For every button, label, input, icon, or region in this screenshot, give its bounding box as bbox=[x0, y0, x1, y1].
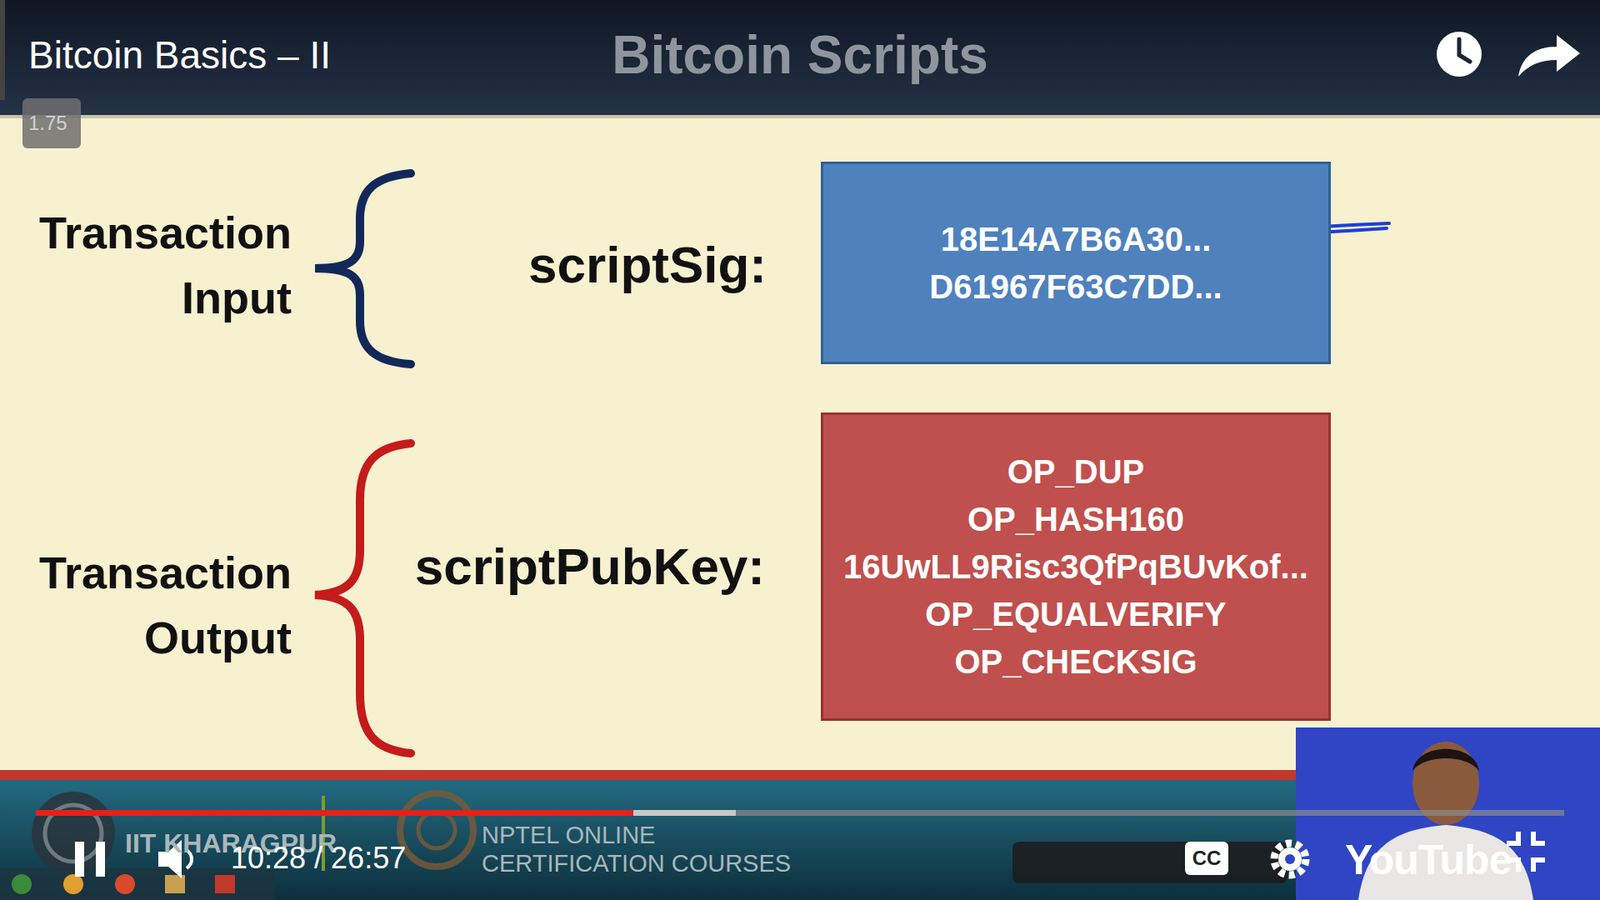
settings-icon bbox=[1274, 843, 1306, 875]
pause-icon bbox=[95, 841, 105, 877]
output-brace bbox=[315, 443, 411, 754]
taskbar-icon bbox=[215, 875, 235, 894]
clock-icon bbox=[1436, 31, 1482, 77]
course-name: NPTEL ONLINE CERTIFICATION COURSES bbox=[481, 820, 815, 878]
cc-label: CC bbox=[1185, 845, 1229, 872]
video-title: Bitcoin Basics – II bbox=[28, 31, 331, 79]
speed-label: 1.75 bbox=[28, 111, 68, 135]
side-label: Transaction Output bbox=[8, 540, 292, 670]
script-line: OP_HASH160 bbox=[967, 495, 1185, 544]
input-brace bbox=[315, 173, 411, 365]
script-line: D61967F63C7DD... bbox=[929, 263, 1222, 311]
progress-buffer bbox=[35, 810, 736, 816]
speed-badge bbox=[22, 98, 81, 149]
script-line: 16UwLL9Risc3QfPqBUvKof... bbox=[843, 543, 1309, 591]
script-label: scriptSig: bbox=[450, 233, 767, 297]
cc-icon bbox=[1185, 841, 1229, 875]
script-label: scriptPubKey: bbox=[366, 535, 765, 599]
taskbar-icon bbox=[11, 874, 32, 895]
script-line: OP_CHECKSIG bbox=[954, 638, 1197, 686]
script-line: OP_DUP bbox=[1007, 448, 1145, 496]
side-label: Transaction Input bbox=[8, 200, 292, 330]
taskbar-icon bbox=[63, 874, 84, 895]
youtube-logo: YouTube bbox=[1345, 835, 1511, 885]
nptel-logo bbox=[400, 793, 474, 867]
slide-edge bbox=[0, 115, 1600, 119]
progress-track bbox=[35, 810, 1565, 816]
slide-title: Bitcoin Scripts bbox=[466, 23, 1134, 87]
script-sig-box: 18E14A7B6A30...D61967F63C7DD... bbox=[820, 161, 1331, 365]
script-line: 18E14A7B6A30... bbox=[940, 215, 1212, 264]
fullscreen-exit-icon bbox=[1506, 831, 1545, 872]
progress-played bbox=[35, 810, 634, 816]
taskbar-icon bbox=[115, 874, 135, 895]
script-pubkey-box: OP_DUPOP_HASH16016UwLL9Risc3QfPqBUvKof..… bbox=[820, 412, 1331, 721]
pause-icon bbox=[75, 841, 85, 877]
top-bar bbox=[0, 0, 1600, 115]
script-line: OP_EQUALVERIFY bbox=[925, 590, 1227, 639]
tray bbox=[1012, 841, 1288, 884]
edge-tab bbox=[0, 0, 5, 100]
share-icon bbox=[1518, 35, 1580, 77]
time-display: 10:28 / 26:57 bbox=[230, 840, 406, 877]
taskbar-icon bbox=[165, 875, 185, 894]
